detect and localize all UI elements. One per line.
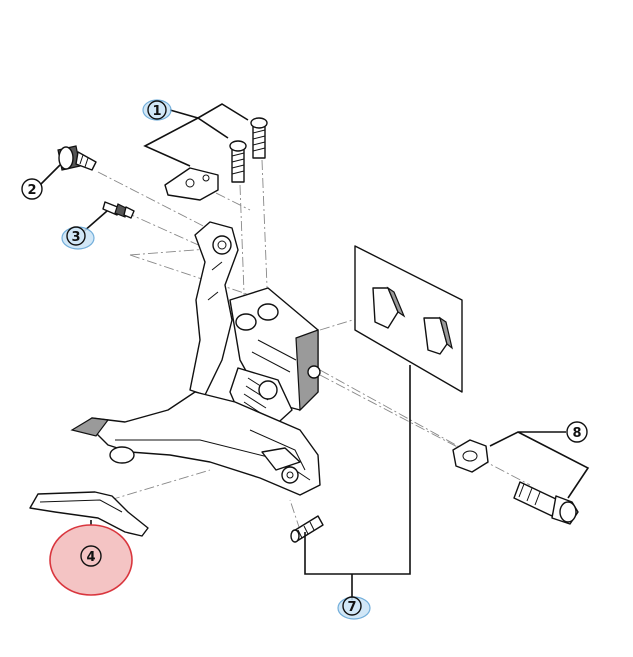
pads-group-box — [354, 245, 463, 393]
callout-3[interactable]: 3 — [66, 226, 86, 246]
callout-7[interactable]: 7 — [342, 596, 362, 616]
callout-2[interactable]: 2 — [21, 178, 43, 200]
part-8-nut-and-bolt — [452, 439, 579, 525]
callout-label-3: 3 — [71, 230, 80, 245]
part-3-adjust-screw — [102, 201, 135, 219]
callout-4[interactable]: 4 — [80, 545, 102, 567]
callout-label-4: 4 — [86, 550, 95, 565]
callout-1[interactable]: 1 — [147, 100, 167, 120]
derailleur-body — [70, 221, 321, 496]
part-7-set-screw — [290, 515, 324, 543]
callout-label-1: 1 — [152, 104, 161, 119]
part-2-cap-bolt — [57, 145, 97, 171]
leader-lines — [39, 103, 590, 600]
callout-8[interactable]: 8 — [566, 421, 588, 443]
callout-label-7: 7 — [347, 600, 356, 615]
part-4-cage-insert — [29, 491, 149, 537]
callout-label-2: 2 — [27, 183, 36, 198]
part-1-plate-and-screws — [164, 117, 268, 201]
highlight-4 — [49, 524, 133, 596]
callout-label-8: 8 — [572, 426, 581, 441]
